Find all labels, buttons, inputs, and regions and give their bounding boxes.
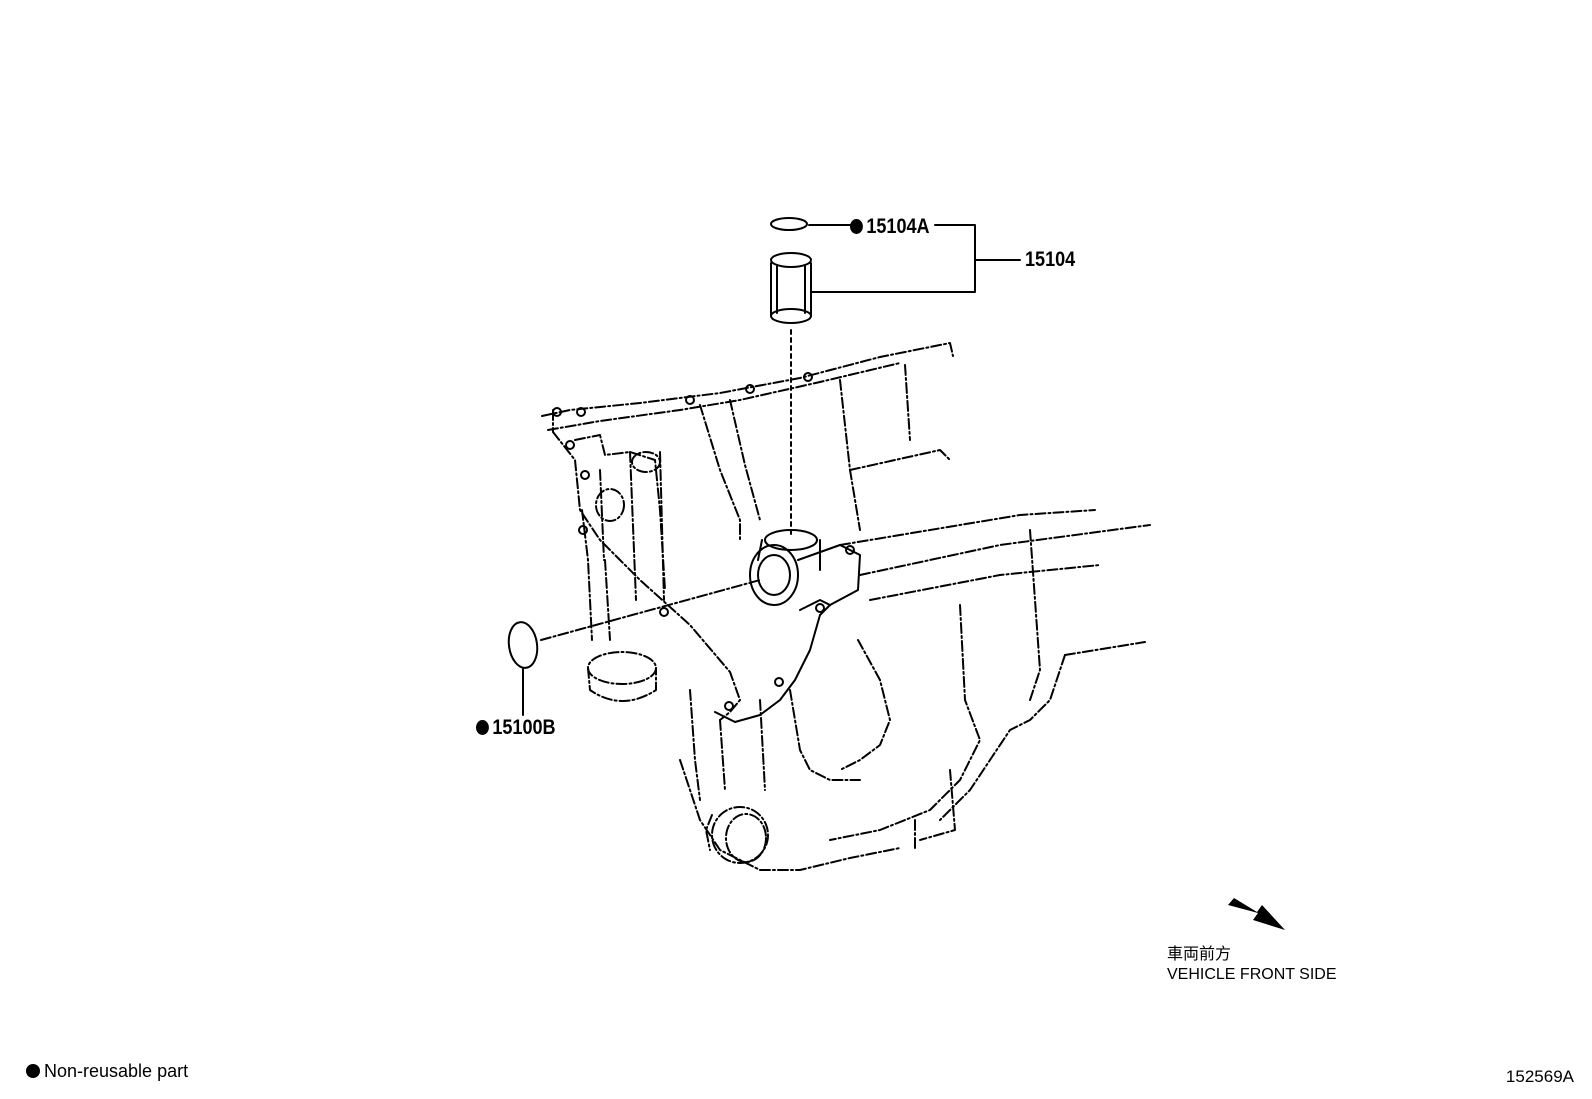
non-reusable-dot-icon bbox=[850, 219, 863, 234]
non-reusable-dot-icon bbox=[26, 1064, 40, 1078]
callout-15100b-text: 15100B bbox=[492, 716, 556, 739]
side-o-ring-assembly-line bbox=[540, 579, 761, 641]
callout-15104a: 15104A bbox=[850, 216, 930, 237]
top-o-ring bbox=[770, 217, 808, 231]
callout-15104-text: 15104 bbox=[1025, 248, 1076, 271]
figure-number: 152569A bbox=[1505, 1067, 1574, 1086]
orientation-jp: 車両前方 bbox=[1167, 946, 1232, 963]
callout-15104: 15104 bbox=[1025, 249, 1075, 270]
engine-block-phantom bbox=[541, 342, 1151, 871]
assembly-bracket bbox=[810, 224, 1021, 293]
side-o-ring bbox=[507, 621, 539, 669]
legend-non-reusable: Non-reusable part bbox=[26, 1062, 188, 1080]
callout-15104a-text: 15104A bbox=[866, 215, 930, 238]
strainer-element bbox=[770, 252, 812, 324]
strainer-socket bbox=[714, 529, 861, 723]
bolt-holes bbox=[552, 372, 855, 711]
non-reusable-dot-icon bbox=[476, 720, 489, 735]
orientation-en: VEHICLE FRONT SIDE bbox=[1167, 966, 1337, 983]
legend-non-reusable-text: Non-reusable part bbox=[44, 1061, 189, 1081]
callout-15100b: 15100B bbox=[476, 717, 556, 738]
vehicle-front-arrow-icon bbox=[1228, 898, 1285, 930]
